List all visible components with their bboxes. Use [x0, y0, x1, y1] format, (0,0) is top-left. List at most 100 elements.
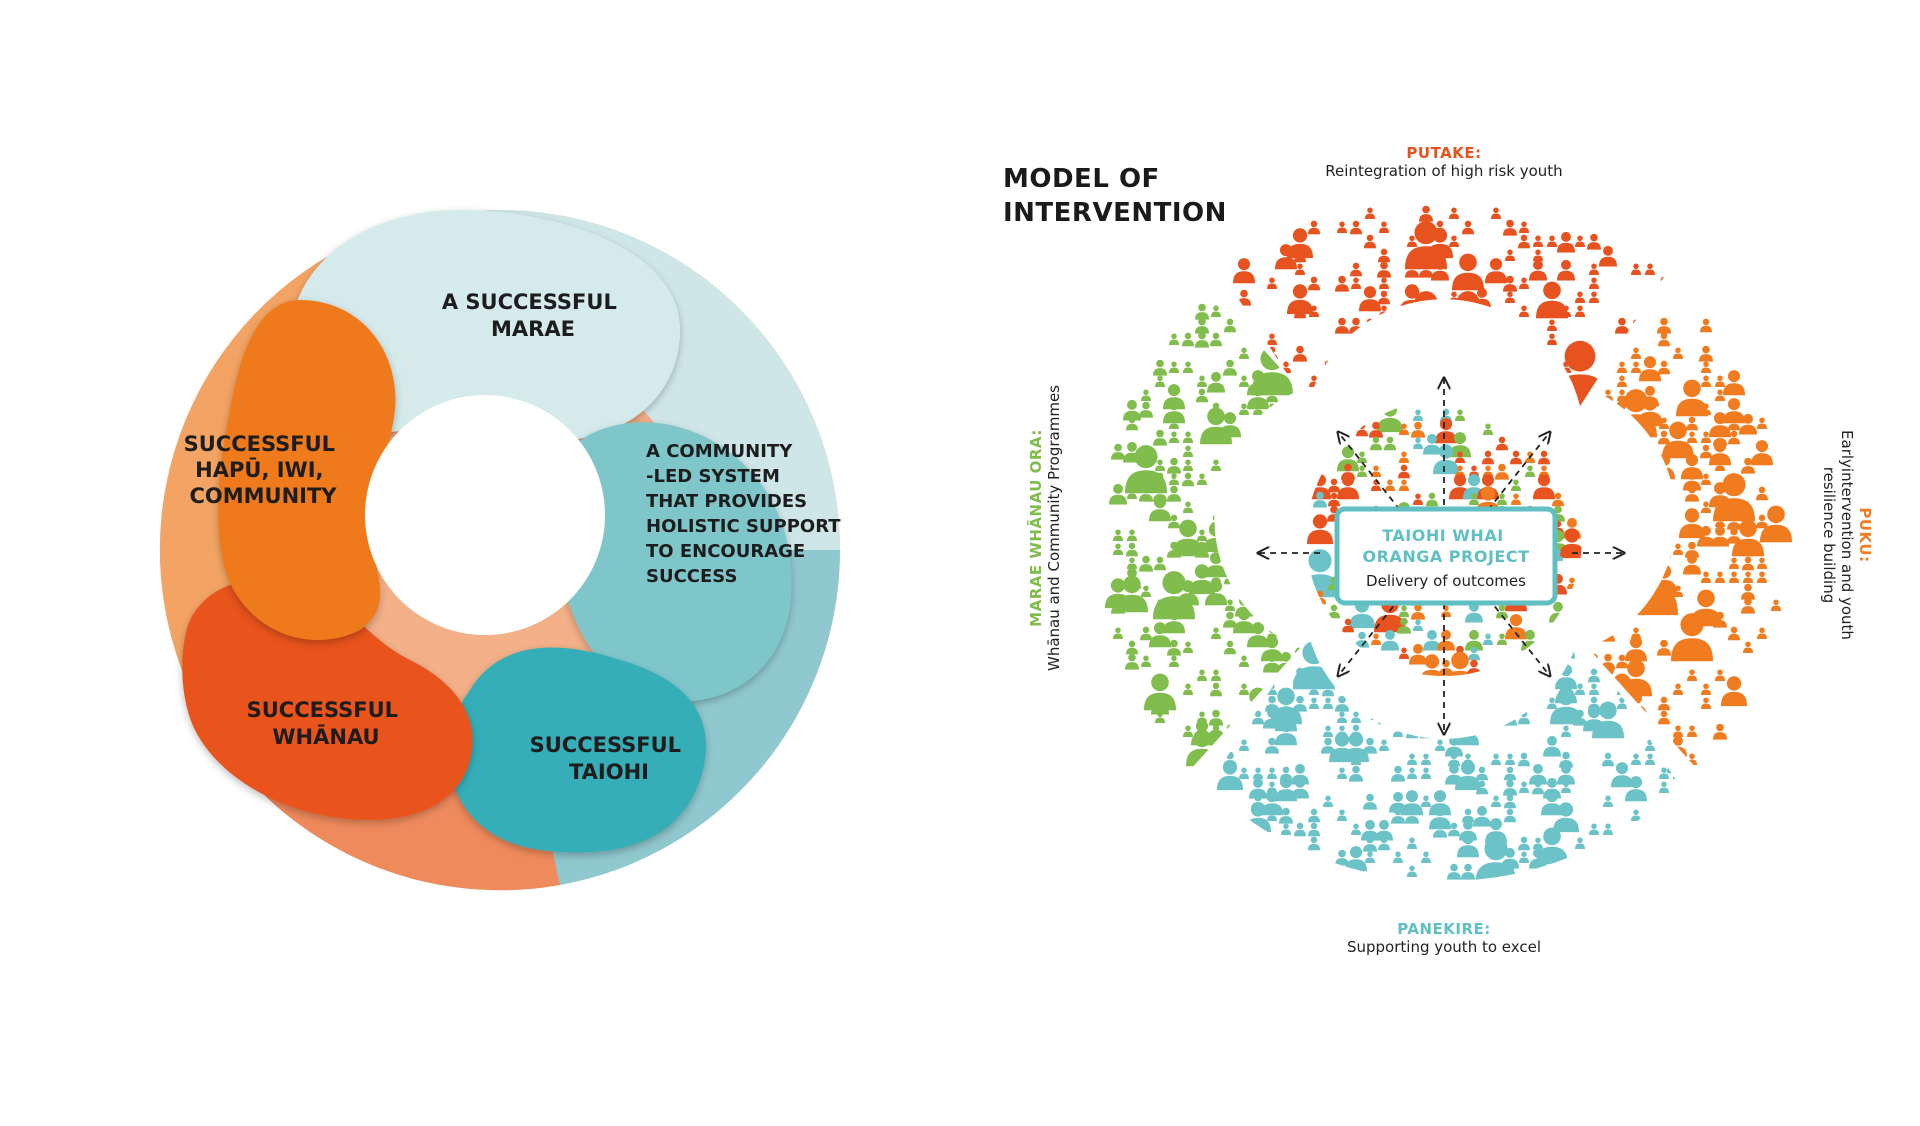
person-icon [1611, 762, 1633, 788]
person-icon [1645, 263, 1655, 275]
person-icon [1546, 668, 1558, 683]
person-icon [1364, 318, 1376, 333]
person-icon [1511, 493, 1521, 505]
person-icon [1631, 319, 1641, 331]
person-icon [1547, 235, 1557, 247]
caption-right-subtitle-line-1: Earlyintervention and youth [1838, 430, 1856, 640]
person-icon [1575, 305, 1585, 317]
person-icon [1155, 375, 1165, 387]
person-icon [1113, 627, 1123, 639]
person-icon [1501, 693, 1519, 715]
person-icon [1653, 286, 1675, 312]
person-icon [1399, 479, 1409, 491]
person-icon [1293, 611, 1300, 628]
person-icon [1644, 318, 1656, 333]
person-icon [1589, 823, 1599, 835]
person-icon [1588, 595, 1589, 617]
person-icon [1399, 605, 1409, 617]
person-icon [1473, 805, 1491, 827]
caption-left-heading: MARAE WHĀNAU ORA: [1027, 429, 1045, 627]
person-icon [1197, 473, 1207, 485]
person-icon [1371, 633, 1381, 645]
person-icon [1616, 556, 1628, 571]
person-icon [1518, 374, 1530, 389]
person-icon [1476, 766, 1488, 781]
person-icon [1197, 375, 1207, 387]
person-icon [1384, 436, 1396, 451]
person-icon [1351, 711, 1361, 723]
person-icon [1519, 333, 1529, 345]
person-icon [1125, 653, 1139, 670]
person-icon [1413, 493, 1423, 505]
person-icon [1538, 450, 1550, 465]
person-icon [1126, 542, 1138, 557]
person-icon [1393, 711, 1403, 723]
person-icon [1389, 329, 1407, 351]
person-icon [1505, 389, 1515, 401]
model-title-line-2: INTERVENTION [1003, 198, 1227, 228]
person-icon [1364, 234, 1376, 249]
person-icon [1495, 463, 1509, 480]
person-icon [1547, 319, 1557, 331]
person-icon [1459, 679, 1477, 701]
person-icon [1351, 669, 1361, 681]
person-icon [1631, 361, 1641, 373]
person-icon [1385, 479, 1395, 491]
person-icon [1365, 207, 1375, 219]
person-icon [1211, 459, 1221, 471]
person-icon [1183, 641, 1193, 653]
person-icon [1378, 332, 1390, 347]
person-icon [1625, 426, 1647, 452]
person-icon [1687, 669, 1697, 681]
person-icon [1546, 654, 1558, 669]
person-icon [1587, 233, 1601, 250]
person-icon [1601, 625, 1615, 642]
person-icon [1757, 417, 1767, 429]
person-icon [1398, 464, 1410, 479]
person-icon [1337, 389, 1347, 401]
center-subtitle: Delivery of outcomes [1366, 572, 1526, 590]
person-icon [1505, 375, 1515, 387]
person-icon [1657, 317, 1671, 334]
person-icon [1253, 767, 1263, 779]
person-icon [1421, 767, 1431, 779]
person-icon [1533, 249, 1543, 261]
person-icon [1467, 659, 1481, 676]
petal-taiohi [450, 647, 707, 853]
person-icon [1504, 766, 1516, 781]
person-icon [1483, 423, 1493, 435]
person-icon [1420, 724, 1432, 739]
segment-label-whanau: SUCCESSFUL WHĀNAU [247, 698, 406, 749]
person-icon [1615, 317, 1629, 334]
person-icon [1729, 571, 1739, 583]
person-icon [1543, 637, 1561, 659]
person-icon [1462, 220, 1474, 235]
person-icon [1167, 457, 1181, 474]
person-icon [1396, 337, 1428, 375]
person-icon [1533, 837, 1543, 849]
person-icon [1686, 416, 1698, 431]
person-icon [1247, 440, 1269, 466]
person-icon [1328, 478, 1340, 493]
person-icon [1357, 676, 1383, 707]
person-icon [1504, 808, 1516, 823]
person-icon [1589, 683, 1599, 695]
person-icon [1741, 583, 1755, 600]
person-icon [1183, 445, 1193, 457]
caption-left: MARAE WHĀNAU ORA: Whānau and Community P… [1027, 385, 1063, 671]
person-icon [1364, 696, 1376, 711]
person-icon [1477, 319, 1487, 331]
arrow-up-right [1487, 432, 1550, 511]
person-icon [1411, 603, 1425, 620]
person-icon [1532, 374, 1544, 389]
person-icon [1547, 333, 1557, 345]
person-icon [1239, 375, 1249, 387]
caption-top-subtitle: Reintegration of high risk youth [1325, 162, 1563, 180]
person-icon [1631, 809, 1641, 821]
person-icon [1443, 706, 1465, 732]
person-icon [1337, 711, 1347, 723]
person-icon [1421, 319, 1431, 331]
person-icon [1337, 809, 1347, 821]
person-icon [1238, 570, 1250, 585]
person-icon [1701, 697, 1711, 709]
